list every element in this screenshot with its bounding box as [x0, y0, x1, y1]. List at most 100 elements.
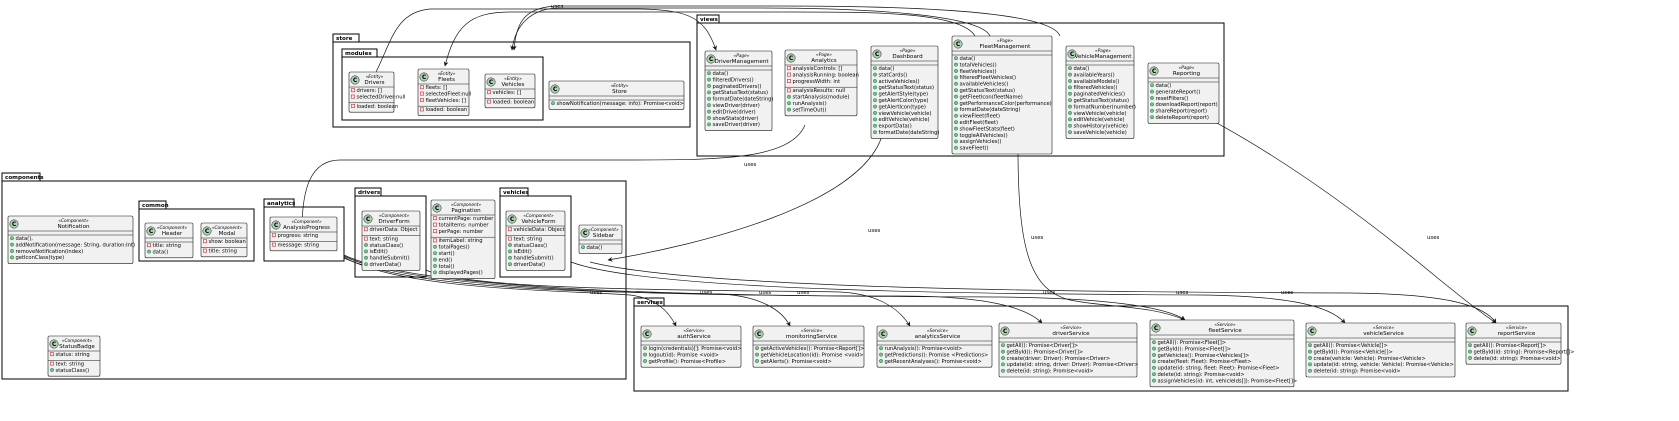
public-visibility-icon	[1468, 349, 1472, 354]
private-visibility-icon	[787, 79, 791, 83]
class-name: monitoringService	[786, 334, 838, 340]
public-visibility-icon	[1152, 340, 1156, 345]
class-member: title: string	[153, 243, 181, 249]
class-member: data()	[713, 71, 729, 77]
public-visibility-icon	[954, 145, 958, 150]
class-badge-letter: C	[149, 228, 154, 235]
edge-label: uses	[759, 290, 772, 296]
private-visibility-icon	[420, 85, 424, 90]
package-drivers: drivers	[354, 187, 427, 278]
class-member: editFleet(fleet)	[960, 120, 999, 126]
package-vehicles-title: vehicles	[503, 190, 529, 196]
class-member: drivers: []	[357, 88, 382, 94]
class-member: analysisRunning: boolean	[793, 72, 859, 78]
class-member: analysisResults: null	[793, 88, 846, 94]
package-store: store	[332, 33, 691, 128]
public-visibility-icon	[707, 77, 711, 82]
class-member: startAnalysis(module)	[793, 95, 850, 101]
public-visibility-icon	[1308, 362, 1312, 367]
edge-label: uses	[797, 290, 810, 296]
public-visibility-icon	[707, 71, 711, 76]
class-member: editVehicle(vehicle)	[879, 117, 930, 123]
public-visibility-icon	[364, 249, 368, 254]
edge-label: uses	[590, 290, 603, 296]
class-badge-icon	[706, 54, 716, 64]
private-visibility-icon	[351, 104, 355, 108]
class-member: getStatusText(status)	[713, 90, 769, 96]
class-member: create(fleet: Fleet): Promise<Fleet>	[1158, 359, 1252, 365]
class-member: editDrive(driver)	[713, 109, 756, 115]
class-member: data()	[587, 245, 603, 251]
public-visibility-icon	[707, 116, 711, 120]
class-badge-icon	[1000, 326, 1010, 336]
public-visibility-icon	[954, 94, 958, 99]
class-name: analyticsService	[915, 334, 961, 340]
private-visibility-icon	[420, 91, 424, 96]
private-visibility-icon	[487, 90, 491, 95]
class-badge-icon	[363, 214, 373, 224]
public-visibility-icon	[954, 56, 958, 61]
private-visibility-icon	[787, 88, 791, 93]
public-visibility-icon	[1001, 356, 1005, 360]
class-member: create(driver: Driver): Promise<Driver>	[1007, 356, 1111, 362]
private-visibility-icon	[433, 216, 437, 221]
class-badge-letter: C	[12, 221, 17, 228]
class-member: driverData()	[514, 262, 546, 268]
private-visibility-icon	[508, 236, 512, 241]
class-name: VehicleManagement	[1075, 54, 1133, 60]
class-member: total()	[439, 264, 455, 270]
class-member: loaded: boolean	[493, 99, 535, 105]
class-stereotype: «Component»	[212, 225, 243, 231]
class-member: getProfile(): Promise<Profile>	[649, 359, 727, 365]
class-stereotype: «Service»	[801, 328, 823, 334]
class-member: setTimeOut()	[793, 107, 827, 113]
class-stereotype: «Page»	[900, 48, 916, 54]
public-visibility-icon	[755, 359, 759, 363]
public-visibility-icon	[433, 244, 437, 249]
class-stereotype: «Component»	[62, 338, 93, 344]
class-badge-letter: C	[956, 41, 961, 48]
public-visibility-icon	[10, 242, 14, 247]
class-name: Analytics	[811, 58, 836, 64]
edge-dashboard-to-sidebar	[607, 135, 883, 262]
class-member: progress: string	[278, 233, 319, 239]
class-name: Notification	[57, 224, 90, 230]
class-member: editVehicle(vehicle)	[1074, 117, 1125, 123]
class-member: exportData()	[879, 124, 912, 130]
class-member: show: boolean	[209, 239, 246, 245]
public-visibility-icon	[707, 103, 711, 108]
public-visibility-icon	[10, 255, 14, 260]
class-member: data()	[879, 66, 895, 72]
class-badge-letter: C	[274, 222, 279, 229]
class-member: paginatedVehicles()	[1074, 92, 1126, 98]
class-member: showFleetStats(fleet)	[960, 126, 1015, 132]
class-member: text: string	[56, 361, 85, 367]
private-visibility-icon	[50, 352, 54, 357]
package-services-title: services	[637, 300, 664, 306]
class-member: getAll(): Promise<Driver[]>	[1007, 343, 1079, 349]
public-visibility-icon	[1150, 108, 1154, 113]
class-member: getAlerts(): Promise<void>	[761, 359, 832, 365]
class-member: shareReport(report)	[1156, 109, 1207, 115]
class-name: FleetManagement	[980, 44, 1032, 50]
public-visibility-icon	[954, 139, 958, 144]
class-badge-icon	[419, 72, 429, 82]
private-visibility-icon	[433, 229, 437, 233]
class-member: update(id: string, fleet: Fleet): Promis…	[1158, 366, 1280, 372]
edge-label: uses	[1043, 290, 1056, 296]
class-member: fleetVehicles()	[960, 69, 997, 75]
public-visibility-icon	[954, 133, 958, 137]
class-member: start()	[439, 251, 455, 257]
public-visibility-icon	[707, 96, 711, 101]
class-member: assignVehicles()	[960, 139, 1002, 145]
edge-label: uses	[1176, 290, 1189, 296]
public-visibility-icon	[1468, 343, 1472, 348]
class-auth-service: C«Service»authServicelogin(credentials)[…	[640, 325, 742, 368]
class-badge-icon	[486, 77, 496, 87]
public-visibility-icon	[879, 346, 883, 351]
public-visibility-icon	[954, 126, 958, 131]
package-common-title: common	[142, 203, 169, 209]
class-member: itemLabel: string	[439, 238, 483, 244]
